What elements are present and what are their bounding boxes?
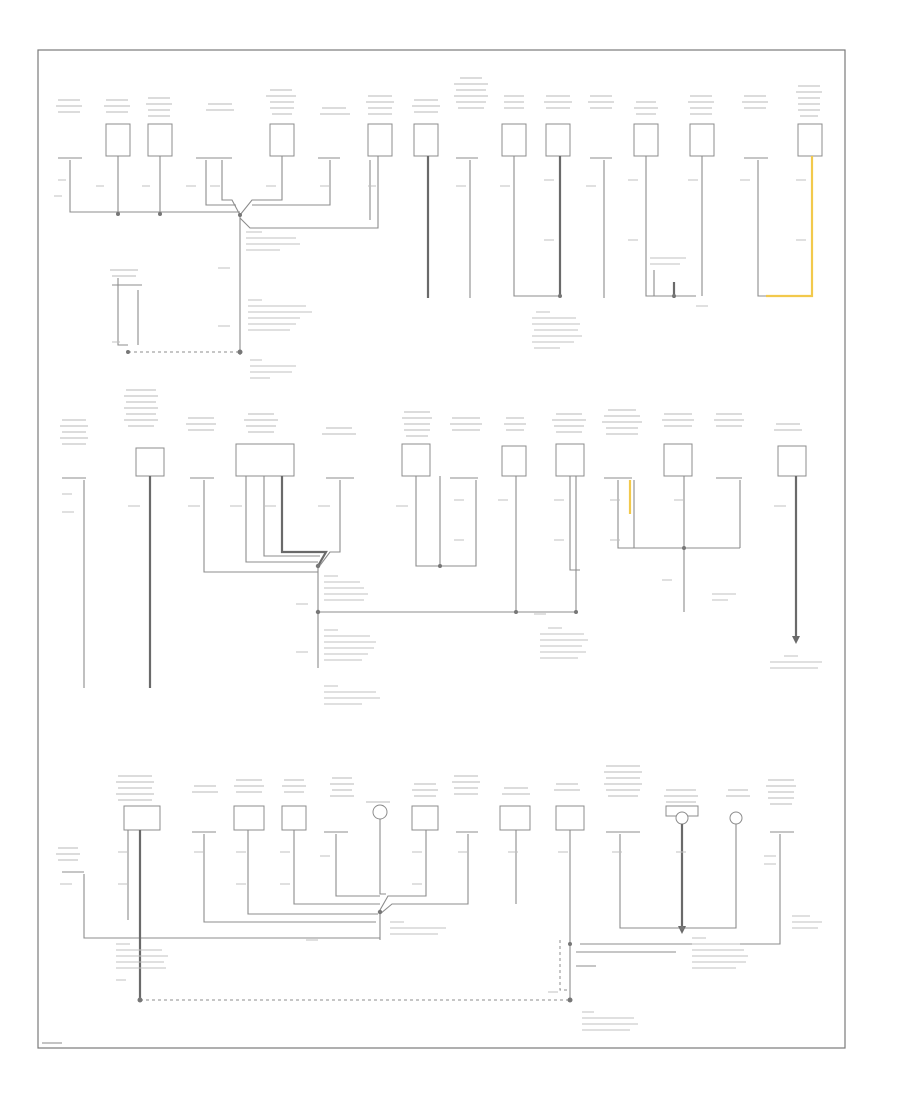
diagram-frame — [37, 49, 846, 1049]
connector-13 — [401, 443, 431, 477]
section-3-component-labels — [56, 765, 796, 861]
connector-3 — [269, 123, 295, 157]
connector-1 — [105, 123, 131, 157]
splice-s3c — [680, 926, 684, 930]
connector-11 — [135, 447, 165, 477]
splice-s1e — [672, 294, 676, 298]
splice-s2c — [514, 610, 518, 614]
lamp-right-2 — [729, 811, 743, 825]
section-3-wires — [83, 819, 781, 1001]
ground-arrow-right — [792, 636, 800, 644]
section-1-ground-circuits — [54, 77, 823, 379]
connector-4 — [367, 123, 393, 157]
splice-s1b — [158, 212, 162, 216]
section-3-callouts — [60, 851, 822, 1031]
connector-18 — [123, 805, 161, 831]
connector-10 — [797, 123, 823, 157]
section-2-ground-circuits — [60, 389, 822, 705]
section-2-component-labels — [60, 389, 802, 445]
connector-22 — [499, 805, 531, 831]
connector-8 — [633, 123, 659, 157]
connector-23 — [555, 805, 585, 831]
splice-s3a — [377, 909, 383, 915]
section-2-connectors — [62, 443, 807, 479]
splice-s2d — [574, 610, 578, 614]
connector-7 — [545, 123, 571, 157]
splice-s3b — [568, 942, 572, 946]
ground-g3-left — [137, 997, 143, 1003]
connector-14 — [501, 445, 527, 477]
ground-g3-right — [567, 997, 573, 1003]
section-1-connectors — [58, 123, 823, 159]
ground-g1-left — [126, 350, 130, 354]
section-2-callouts — [62, 493, 822, 705]
connector-9 — [689, 123, 715, 157]
connector-21 — [411, 805, 439, 831]
connector-17 — [777, 445, 807, 477]
section-3-connectors — [62, 804, 794, 873]
lamp-right-1 — [675, 811, 689, 825]
connector-5 — [413, 123, 439, 157]
connector-15 — [555, 443, 585, 477]
splice-s1c — [238, 213, 242, 217]
connector-16 — [663, 443, 693, 477]
ground-g1 — [237, 349, 243, 355]
connector-6 — [501, 123, 527, 157]
connector-2 — [147, 123, 173, 157]
splice-s2a — [315, 563, 321, 569]
section-2-wires — [83, 476, 800, 688]
connector-19 — [233, 805, 265, 831]
splice-s2f — [682, 546, 686, 550]
section-1-wires — [69, 156, 814, 355]
splice-s1d — [558, 294, 562, 298]
splice-s1a — [116, 212, 120, 216]
section-1-component-labels — [56, 77, 822, 117]
section-1-small-component — [110, 269, 142, 286]
connector-20 — [281, 805, 307, 831]
section-3-ground-circuits — [56, 765, 822, 1031]
splice-s2b — [315, 609, 321, 615]
section-1-callouts — [54, 179, 806, 379]
connector-12 — [235, 443, 295, 477]
lamp-left — [372, 804, 388, 820]
splice-s2e — [438, 564, 442, 568]
